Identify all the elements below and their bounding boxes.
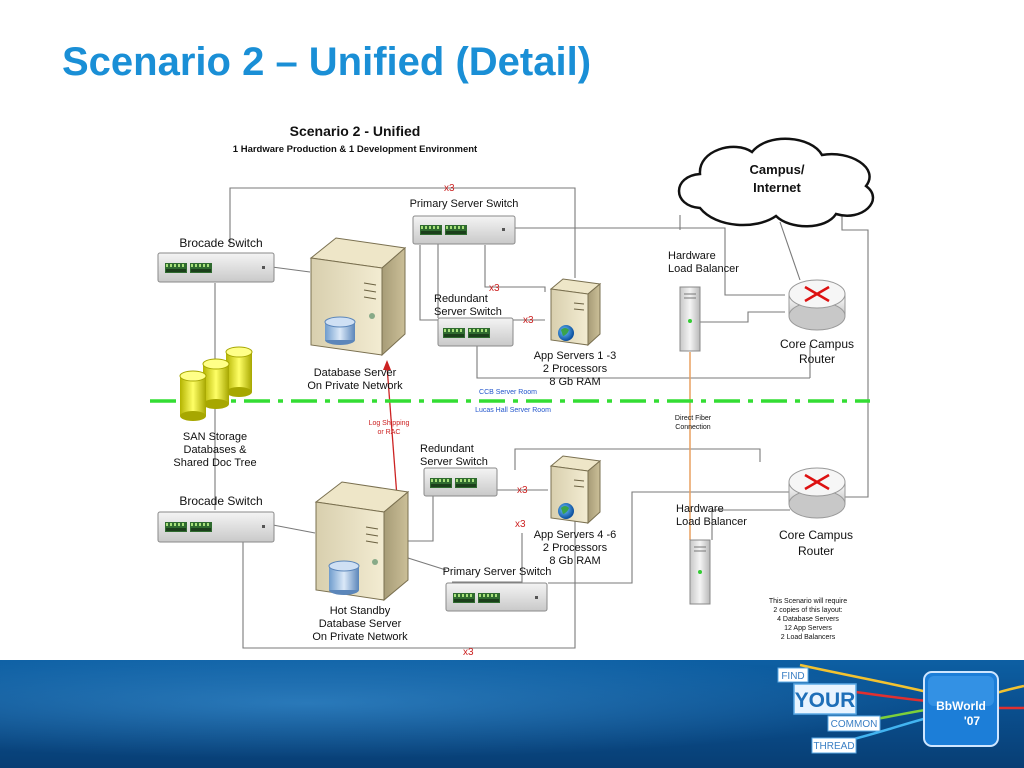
bottom-router-label-line1: Core Campus	[779, 528, 853, 542]
scenario-note: This Scenario will require 2 copies of t…	[769, 598, 847, 641]
ccb-room-label: CCB Server Room	[479, 389, 537, 396]
note-line: 12 App Servers	[784, 625, 832, 632]
bottom-db-label-line2: Database Server	[319, 618, 402, 630]
note-line: This Scenario will require	[769, 598, 847, 605]
bottom-primary-switch: Primary Server Switch	[443, 566, 552, 612]
your-tag-text: YOUR	[795, 689, 856, 712]
fiber-label-line1: Direct Fiber	[675, 415, 712, 422]
bottom-router-label-line2: Router	[798, 544, 834, 558]
x3-label: x3	[489, 283, 500, 294]
bottom-redundant-label-line2: Server Switch	[420, 456, 488, 468]
san-label-line3: Shared Doc Tree	[173, 457, 256, 469]
x3-label: x3	[523, 315, 534, 326]
common-tag: COMMON	[827, 715, 881, 732]
top-redundant-switch: Redundant Server Switch	[434, 293, 514, 347]
top-db-label-line1: Database Server	[314, 367, 397, 379]
top-app-servers: App Servers 1 -3 2 Processors 8 Gb RAM	[534, 278, 617, 388]
connection-lines	[214, 187, 869, 649]
find-tag: FIND	[777, 667, 809, 683]
top-router-label-line1: Core Campus	[780, 337, 854, 351]
common-tag-text: COMMON	[831, 719, 878, 730]
campus-internet-cloud: Campus/ Internet	[677, 137, 875, 228]
bottom-app-label-line3: 8 Gb RAM	[549, 555, 600, 567]
top-db-label-line2: On Private Network	[307, 380, 403, 392]
log-shipping-label-line2: or RAC	[378, 429, 401, 436]
top-primary-switch-label: Primary Server Switch	[410, 198, 519, 210]
san-label-line2: Databases &	[184, 444, 248, 456]
network-diagram: Scenario 2 - Unified 1 Hardware Producti…	[150, 123, 875, 658]
x3-label: x3	[463, 647, 474, 658]
x3-label: x3	[444, 183, 455, 194]
top-app-label-line2: 2 Processors	[543, 363, 608, 375]
top-redundant-label-line1: Redundant	[434, 293, 488, 305]
slide-title: Scenario 2 – Unified (Detail)	[62, 40, 592, 84]
cloud-label-line2: Internet	[753, 180, 801, 195]
bbworld-logo: BbWorld '07	[923, 671, 999, 747]
top-app-label-line1: App Servers 1 -3	[534, 350, 617, 362]
bbworld-logo-text: BbWorld	[936, 699, 986, 713]
top-app-label-line3: 8 Gb RAM	[549, 376, 600, 388]
x3-label: x3	[515, 519, 526, 530]
note-line: 2 copies of this layout:	[773, 607, 842, 614]
your-tag: YOUR	[793, 683, 857, 715]
san-label-line1: SAN Storage	[183, 431, 247, 443]
footer-graphic: FIND YOUR COMMON THREAD BbWorld '07	[777, 663, 1024, 754]
top-router-label-line2: Router	[799, 352, 835, 366]
bottom-redundant-switch: Redundant Server Switch	[420, 443, 498, 497]
bottom-app-servers: App Servers 4 -6 2 Processors 8 Gb RAM	[534, 455, 617, 567]
x3-label: x3	[517, 485, 528, 496]
san-storage: SAN Storage Databases & Shared Doc Tree	[173, 346, 257, 469]
top-brocade-switch: Brocade Switch	[157, 236, 275, 283]
bottom-redundant-label-line1: Redundant	[420, 443, 474, 455]
bottom-router: Core Campus Router	[779, 467, 853, 558]
diagram-subtitle: 1 Hardware Production & 1 Development En…	[233, 144, 478, 155]
router-arrows-icon	[804, 285, 830, 303]
bbworld-logo-year: '07	[964, 714, 981, 728]
top-redundant-label-line2: Server Switch	[434, 306, 502, 318]
top-load-balancer: Hardware Load Balancer	[668, 250, 739, 352]
router-arrows-icon	[804, 473, 830, 491]
bottom-brocade-switch: Brocade Switch	[157, 494, 275, 543]
top-router: Core Campus Router	[780, 279, 854, 366]
note-line: 4 Database Servers	[777, 616, 839, 623]
fiber-label-line2: Connection	[675, 424, 711, 431]
multiplier-labels: x3 x3 x3 x3 x3 x3	[444, 183, 534, 658]
diagram-title: Scenario 2 - Unified	[290, 123, 421, 139]
lucas-room-label: Lucas Hall Server Room	[475, 407, 551, 414]
cloud-label-line1: Campus/	[750, 162, 805, 177]
bottom-lb-label-line2: Load Balancer	[676, 516, 747, 528]
top-database-server: Database Server On Private Network	[307, 237, 407, 392]
bottom-app-label-line2: 2 Processors	[543, 542, 608, 554]
bottom-db-label-line1: Hot Standby	[330, 605, 391, 617]
note-line: 2 Load Balancers	[781, 634, 836, 641]
footer-bar: FIND YOUR COMMON THREAD BbWorld '07	[0, 660, 1024, 768]
bottom-db-label-line3: On Private Network	[312, 631, 408, 643]
top-brocade-label: Brocade Switch	[179, 236, 262, 250]
bottom-primary-switch-label: Primary Server Switch	[443, 566, 552, 578]
bottom-lb-label-line1: Hardware	[676, 503, 724, 515]
bottom-database-server: Hot Standby Database Server On Private N…	[312, 481, 410, 643]
find-tag-text: FIND	[781, 671, 804, 682]
thread-tag: THREAD	[811, 737, 857, 754]
bottom-brocade-label: Brocade Switch	[179, 494, 262, 508]
thread-tag-text: THREAD	[813, 741, 854, 752]
top-lb-label-line2: Load Balancer	[668, 263, 739, 275]
top-primary-switch: Primary Server Switch	[410, 198, 519, 245]
bottom-app-label-line1: App Servers 4 -6	[534, 529, 617, 541]
top-lb-label-line1: Hardware	[668, 250, 716, 262]
log-shipping-label-line1: Log Shipping	[369, 420, 410, 427]
bottom-load-balancer: Hardware Load Balancer	[676, 503, 747, 605]
